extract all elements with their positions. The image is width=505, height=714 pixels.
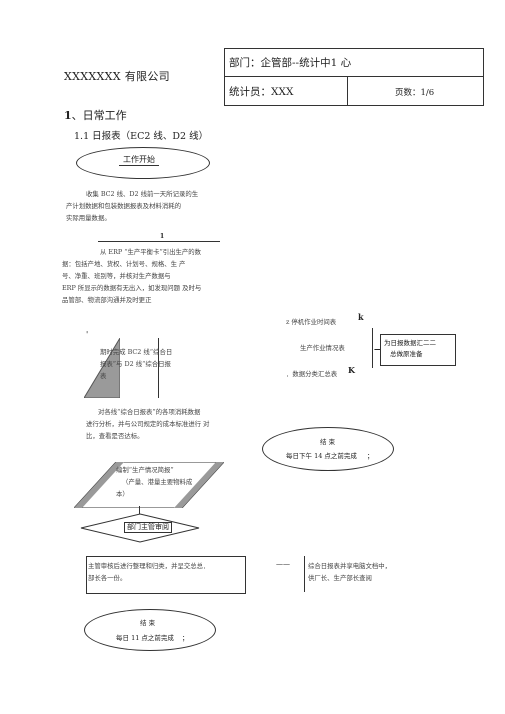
erp-line-2: 据：包括产地、货权、计划号、规格、生 产	[62, 260, 186, 268]
right-item-1: z 停机作业时间表	[286, 316, 336, 328]
step-marker: 1	[160, 233, 165, 240]
end-node-right	[262, 427, 394, 471]
prep-line-2: 总做原准备	[390, 350, 423, 358]
erp-line-1: 从 ERP “生产平衡卡”引出生产的数	[100, 248, 202, 256]
right-item-3-mark: K	[348, 365, 355, 375]
tri-line-1: 期时完成 BC2 线“综合日	[100, 348, 173, 356]
header-table: 部门：企管部--统计中1 心 统计员：XXX 页数：1/6	[224, 48, 484, 106]
header-table-row-divider	[225, 76, 483, 77]
company-name: XXXXXXX 有限公司	[64, 70, 170, 83]
para-line-2: （产量、港量主要物料成	[122, 478, 193, 486]
end-tick-left: ；	[181, 634, 189, 642]
end-tick-right: ；	[366, 452, 374, 460]
erp-step-text: 从 ERP “生产平衡卡”引出生产的数 据：包括产地、货权、计划号、规格、生 产…	[62, 246, 201, 306]
right-item-1-text: z 停机作业时间表	[286, 318, 337, 326]
right-item-3: ．数据分类汇总表	[286, 368, 337, 380]
share-text: 综合日报表并享电脑文档中， 供厂长、生产部长查阅	[308, 560, 391, 584]
decision-diamond	[80, 513, 200, 543]
tri-line-3: 表	[100, 372, 107, 380]
analysis-step-text: 对各线“综合日报表”的各项消耗数据 进行分析，并与公司规定的成本标准进行 对 比…	[86, 406, 209, 442]
page-count: 页数：1/6	[395, 88, 435, 98]
section-number: 1	[64, 109, 72, 122]
end-time-right: 每日下午 14 点之前完成 ；	[286, 450, 373, 460]
erp-line-3: 号、净重、班别等，并核对生产数据与	[62, 272, 171, 280]
right-item-2: 生产作业情况表	[300, 344, 345, 352]
analysis-line-3: 比，查看是否达标。	[86, 432, 144, 440]
tri-line-2: 报表”与 D2 线“综合日报	[100, 360, 171, 368]
parallelogram-text: 编制“生产情况简报” （产量、港量主要物料成 本）	[116, 464, 192, 500]
tri-mark: '	[86, 330, 89, 339]
collect-line-3: 实际用量数据。	[66, 214, 111, 222]
end-time-right-text: 每日下午 14 点之前完成	[286, 452, 357, 460]
bracket-vertical	[372, 328, 373, 368]
step-divider	[98, 241, 220, 242]
triangle-step-text: 期时完成 BC2 线“综合日 报表”与 D2 线“综合日报 表	[100, 346, 172, 382]
erp-line-4: ERP 所显示的数据有无出入，如发现问题 及时与	[62, 284, 202, 292]
connector-vertical	[139, 506, 140, 514]
statistician-label: 统计员：XXX	[229, 86, 294, 98]
section-title: 、日常工作	[71, 109, 127, 122]
summary-text: 主管审核后进行整理和归类，并呈交总总． 部长各一份。	[88, 560, 209, 584]
end-label-right: 结 束	[320, 438, 336, 446]
collect-line-2: 产计划数据和包装数据报表及材料消耗的	[66, 202, 182, 210]
bracket-mark: —	[374, 344, 382, 354]
right-item-3-text: ．数据分类汇总表	[286, 370, 338, 378]
share-line-2: 供厂长、生产部长查阅	[308, 574, 372, 582]
end-node-left	[84, 609, 216, 651]
decision-label: 部门主管审阅	[124, 522, 172, 533]
end-label-left: 结 束	[140, 619, 156, 627]
department-label: 部门：企管部--统计中1 心	[229, 57, 352, 69]
share-box-left	[304, 556, 305, 592]
erp-line-5: 品管部、物流部沟通并及时更正	[62, 296, 152, 304]
share-connector: ——	[276, 560, 290, 568]
prep-box	[380, 334, 456, 366]
right-item-1-mark: k	[358, 312, 364, 322]
end-time-left: 每日 11 点之前完成 ；	[116, 632, 188, 642]
subsection-heading: 1.1 日报表（EC2 线、D2 线）	[74, 131, 209, 142]
collect-line-1: 收集 BC2 线、D2 线前一天所记录的生	[86, 190, 199, 198]
summary-line-1: 主管审核后进行整理和归类，并呈交总总．	[88, 562, 210, 570]
para-line-3: 本）	[116, 490, 129, 498]
analysis-line-1: 对各线“综合日报表”的各项消耗数据	[98, 408, 201, 416]
start-node: 工作开始	[76, 147, 210, 179]
share-line-1: 综合日报表并享电脑文档中，	[308, 562, 392, 570]
summary-line-2: 部长各一份。	[88, 574, 127, 582]
start-label: 工作开始	[119, 154, 159, 166]
collect-step-text: 收集 BC2 线、D2 线前一天所记录的生 产计划数据和包装数据报表及材料消耗的…	[66, 188, 198, 224]
triangle-box-right	[158, 338, 159, 398]
para-line-1: 编制“生产情况简报”	[116, 466, 174, 474]
summary-box	[86, 556, 246, 594]
section-heading: 1、日常工作	[64, 107, 127, 123]
prep-line-1: 为日报数据汇二二	[384, 339, 436, 347]
prep-text: 为日报数据汇二二 总做原准备	[384, 338, 436, 360]
header-table-col-divider	[347, 77, 348, 105]
triangle-shape	[84, 338, 120, 398]
analysis-line-2: 进行分析，并与公司规定的成本标准进行 对	[86, 420, 210, 428]
end-time-left-text: 每日 11 点之前完成	[116, 634, 174, 642]
parallelogram-shape	[74, 462, 224, 508]
